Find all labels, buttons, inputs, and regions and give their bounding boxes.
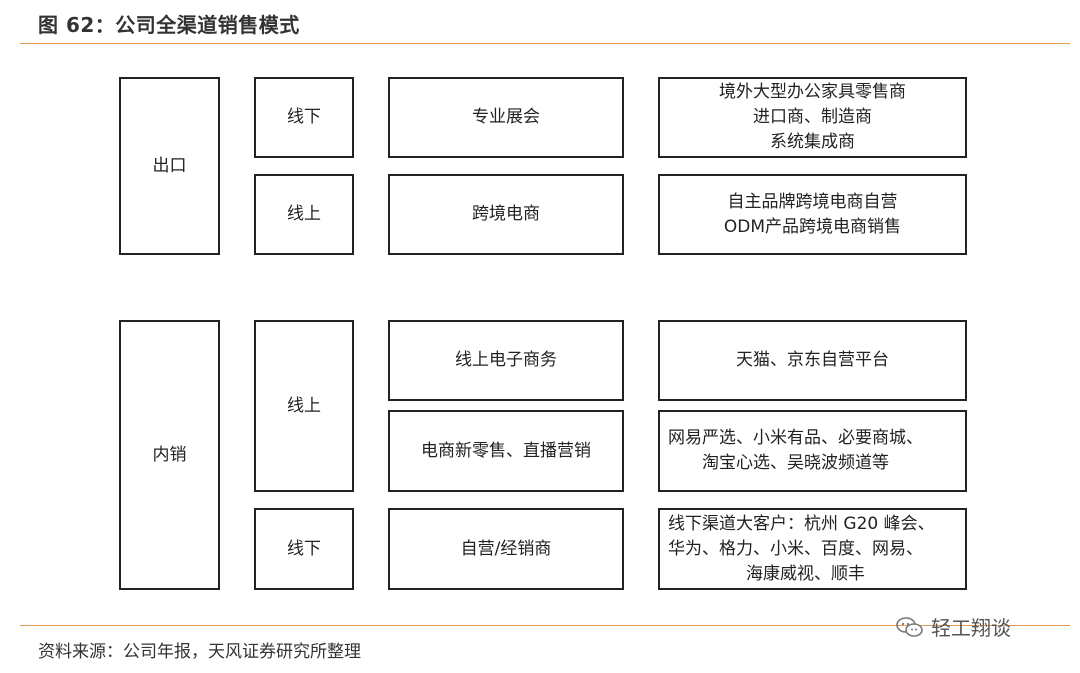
- domestic-online-box: 线上: [254, 320, 354, 492]
- figure-title: 图 62：公司全渠道销售模式: [38, 13, 300, 37]
- export-online-label: 线上: [287, 204, 321, 224]
- domestic-offline-box: 线下: [254, 508, 354, 590]
- domestic-method-box-1: 线上电子商务: [388, 320, 624, 401]
- domestic-label: 内销: [152, 444, 187, 465]
- domestic-detail-box-3: 线下渠道大客户：杭州 G20 峰会、 华为、格力、小米、百度、网易、 海康威视、…: [658, 508, 967, 590]
- detail-line: 线下渠道大客户：杭州 G20 峰会、: [668, 513, 935, 534]
- export-method-cross-border: 跨境电商: [472, 204, 540, 224]
- domestic-online-label: 线上: [287, 395, 321, 416]
- export-label-box: 出口: [119, 77, 220, 255]
- export-detail-box-1: 境外大型办公家具零售商 进口商、制造商 系统集成商: [658, 77, 967, 158]
- detail-line: 天猫、京东自营平台: [736, 350, 889, 370]
- title-divider: [20, 43, 1070, 44]
- footer-divider: [20, 625, 1070, 626]
- domestic-detail-box-1: 天猫、京东自营平台: [658, 320, 967, 401]
- detail-line: 华为、格力、小米、百度、网易、: [668, 538, 923, 559]
- detail-line: 系统集成商: [770, 132, 855, 152]
- watermark-text: 轻工翔谈: [931, 616, 1011, 640]
- domestic-method-dealers: 自营/经销商: [460, 538, 552, 559]
- source-note: 资料来源：公司年报，天风证券研究所整理: [38, 642, 361, 662]
- detail-line: 进口商、制造商: [753, 107, 872, 127]
- export-online-box: 线上: [254, 174, 354, 255]
- domestic-label-box: 内销: [119, 320, 220, 590]
- export-method-trade-fair: 专业展会: [472, 107, 540, 127]
- export-method-box-1: 专业展会: [388, 77, 624, 158]
- domestic-offline-label: 线下: [287, 538, 321, 559]
- detail-line: 网易严选、小米有品、必要商城、: [668, 428, 923, 448]
- detail-line: 自主品牌跨境电商自营: [727, 191, 898, 212]
- export-detail-box-2: 自主品牌跨境电商自营 ODM产品跨境电商销售: [658, 174, 967, 255]
- domestic-method-box-3: 自营/经销商: [388, 508, 624, 590]
- wechat-icon: [896, 616, 923, 637]
- detail-line: 淘宝心选、吴晓波频道等: [702, 453, 889, 473]
- domestic-method-ecommerce: 线上电子商务: [455, 350, 557, 370]
- export-offline-box: 线下: [254, 77, 354, 158]
- detail-line: 海康威视、顺丰: [746, 563, 865, 584]
- domestic-method-new-retail: 电商新零售、直播营销: [421, 440, 591, 461]
- export-method-box-2: 跨境电商: [388, 174, 624, 255]
- export-label: 出口: [152, 155, 187, 176]
- export-offline-label: 线下: [287, 107, 321, 127]
- watermark: 轻工翔谈: [895, 612, 1011, 641]
- detail-line: ODM产品跨境电商销售: [723, 216, 902, 237]
- domestic-detail-box-2: 网易严选、小米有品、必要商城、 淘宝心选、吴晓波频道等: [658, 410, 967, 492]
- domestic-method-box-2: 电商新零售、直播营销: [388, 410, 624, 492]
- detail-line: 境外大型办公家具零售商: [719, 82, 906, 102]
